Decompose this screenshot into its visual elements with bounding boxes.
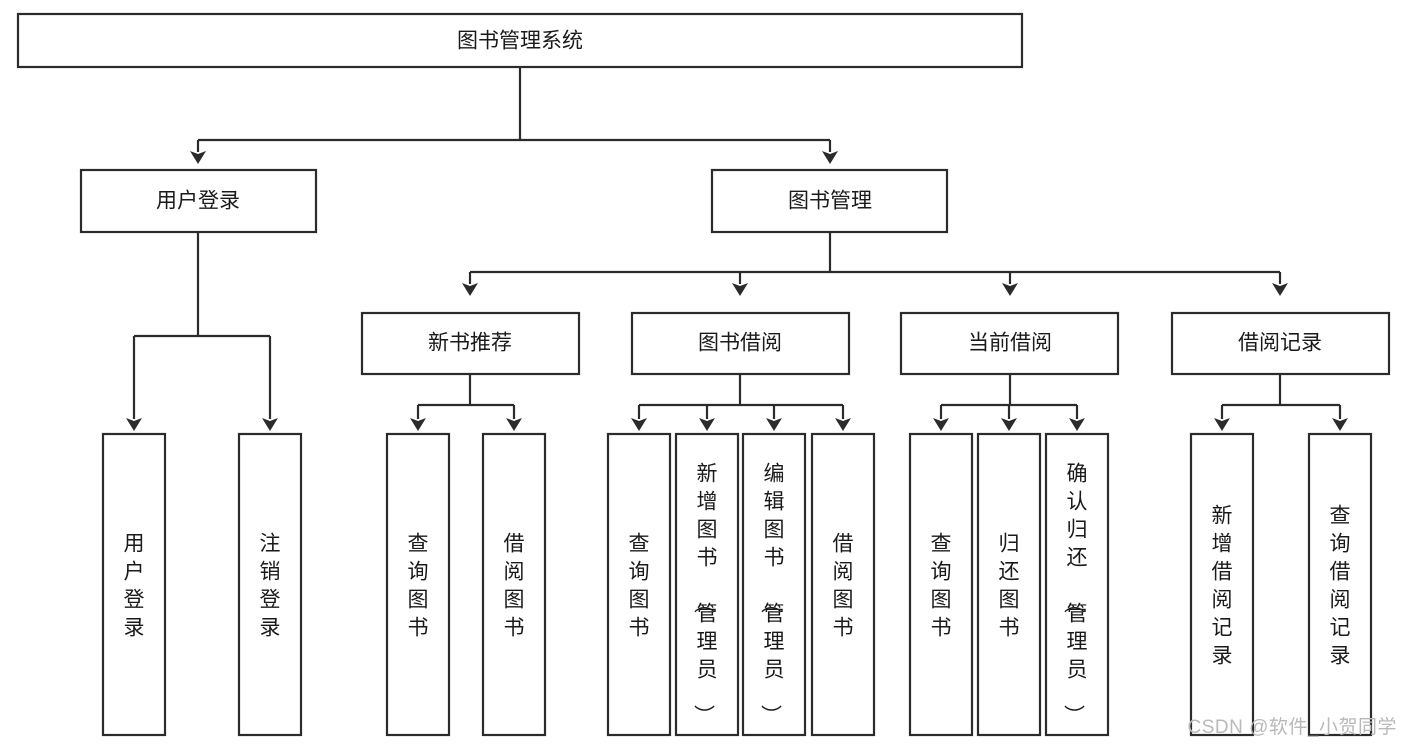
node-leaf-add-book[interactable]: 新增图书（管理员） [674, 432, 740, 737]
node-leaf-user-login-label: 用户登录 [124, 532, 145, 639]
node-user-login-label: 用户登录 [156, 190, 240, 213]
node-leaf-add-book-label: 新增图书（管理员） [692, 462, 718, 725]
node-borrow-record[interactable]: 借阅记录 [1170, 311, 1391, 376]
node-borrow-record-box[interactable] [1170, 311, 1391, 376]
node-user-login[interactable]: 用户登录 [79, 168, 318, 234]
connector-layer [126, 67, 1348, 431]
node-new-book-recommend-label: 新书推荐 [428, 332, 512, 355]
node-current-borrow-box[interactable] [899, 311, 1120, 376]
node-book-borrow[interactable]: 图书借阅 [630, 311, 851, 376]
node-leaf-edit-book-box[interactable] [741, 432, 807, 737]
node-leaf-query-book-2[interactable]: 查询图书 [606, 432, 672, 737]
node-leaf-confirm-return[interactable]: 确认归还（管理员） [1044, 432, 1110, 737]
node-leaf-confirm-return-label: 确认归还（管理员） [1062, 462, 1088, 725]
node-leaf-logout[interactable]: 注销登录 [237, 432, 303, 737]
node-borrow-record-label: 借阅记录 [1238, 332, 1322, 355]
node-leaf-query-book-3-label: 查询图书 [931, 532, 952, 639]
node-book-management-box[interactable] [710, 168, 949, 234]
node-leaf-edit-book-label: 编辑图书（管理员） [759, 462, 785, 725]
node-current-borrow-label: 当前借阅 [968, 332, 1052, 355]
node-leaf-add-record[interactable]: 新增借阅记录 [1189, 432, 1255, 737]
node-leaf-query-book-1-label: 查询图书 [408, 532, 429, 639]
node-book-management[interactable]: 图书管理 [710, 168, 949, 234]
node-leaf-query-record-label: 查询借阅记录 [1330, 504, 1351, 667]
node-leaf-add-record-label: 新增借阅记录 [1212, 504, 1233, 667]
node-leaf-logout-box[interactable] [237, 432, 303, 737]
node-leaf-user-login[interactable]: 用户登录 [101, 432, 167, 737]
node-root-box[interactable] [16, 12, 1024, 69]
node-book-borrow-box[interactable] [630, 311, 851, 376]
node-leaf-query-book-2-label: 查询图书 [629, 532, 650, 639]
node-leaf-user-login-box[interactable] [101, 432, 167, 737]
node-leaf-borrow-book-2[interactable]: 借阅图书 [810, 432, 876, 737]
node-leaf-query-book-1-box[interactable] [385, 432, 451, 737]
node-leaf-query-record-box[interactable] [1307, 432, 1373, 737]
node-root[interactable]: 图书管理系统 [16, 12, 1024, 69]
node-book-borrow-label: 图书借阅 [698, 332, 782, 355]
node-leaf-borrow-book-2-label: 借阅图书 [833, 532, 854, 639]
node-leaf-add-book-box[interactable] [674, 432, 740, 737]
node-leaf-logout-label: 注销登录 [260, 532, 281, 639]
node-leaf-query-book-3-box[interactable] [908, 432, 974, 737]
node-leaf-query-book-3[interactable]: 查询图书 [908, 432, 974, 737]
node-leaf-return-book[interactable]: 归还图书 [976, 432, 1042, 737]
node-user-login-box[interactable] [79, 168, 318, 234]
node-leaf-query-record[interactable]: 查询借阅记录 [1307, 432, 1373, 737]
node-leaf-borrow-book-1-label: 借阅图书 [504, 532, 525, 639]
node-root-label: 图书管理系统 [457, 30, 583, 53]
node-leaf-borrow-book-1-box[interactable] [481, 432, 547, 737]
node-leaf-add-record-box[interactable] [1189, 432, 1255, 737]
node-book-management-label: 图书管理 [788, 190, 872, 213]
node-leaf-borrow-book-1[interactable]: 借阅图书 [481, 432, 547, 737]
node-new-book-recommend[interactable]: 新书推荐 [360, 311, 581, 376]
node-leaf-return-book-box[interactable] [976, 432, 1042, 737]
node-current-borrow[interactable]: 当前借阅 [899, 311, 1120, 376]
node-leaf-query-book-2-box[interactable] [606, 432, 672, 737]
node-leaf-edit-book[interactable]: 编辑图书（管理员） [741, 432, 807, 737]
node-leaf-borrow-book-2-box[interactable] [810, 432, 876, 737]
leaf-nodes-layer: 用户登录 注销登录 查询图书 借阅图书 查询图书 新增图书（管理员） 编辑图书（… [101, 432, 1373, 737]
node-leaf-return-book-label: 归还图书 [999, 532, 1020, 639]
node-leaf-confirm-return-box[interactable] [1044, 432, 1110, 737]
node-leaf-query-book-1[interactable]: 查询图书 [385, 432, 451, 737]
node-new-book-recommend-box[interactable] [360, 311, 581, 376]
